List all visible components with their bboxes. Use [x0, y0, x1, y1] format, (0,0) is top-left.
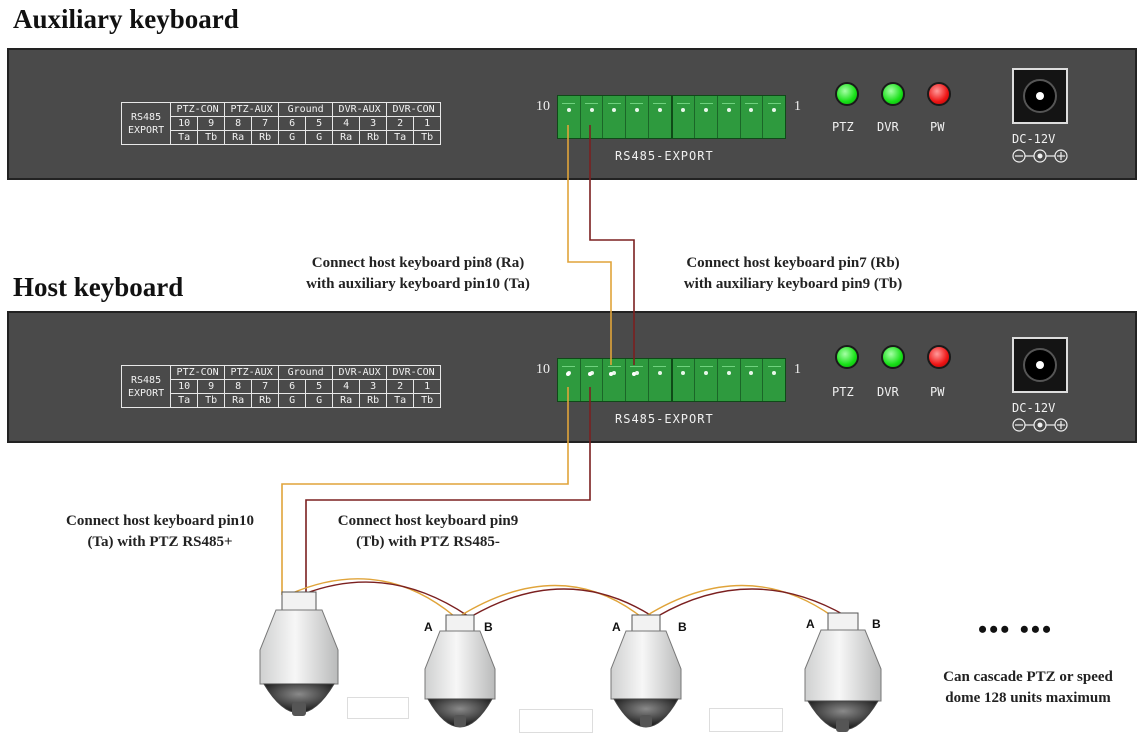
dc-power-label: DC-12V	[1012, 132, 1056, 146]
dome-terminal-a-label: A	[612, 620, 621, 634]
pin-map-lead-line1: RS485	[131, 111, 162, 123]
pin-map-table: RS485 EXPORT PTZ-CON PTZ-AUX Ground DVR-…	[120, 365, 442, 408]
pin-map-table: RS485 EXPORT PTZ-CON PTZ-AUX Ground DVR-…	[120, 102, 442, 145]
pin-signal: G	[305, 393, 334, 408]
dome-terminal-a-label: A	[424, 620, 433, 634]
cascade-wire-b	[471, 588, 653, 617]
pin-signal: Tb	[413, 130, 442, 145]
ptz-indicator-label: PTZ	[832, 120, 854, 134]
caption-line: Connect host keyboard pin7 (Rb)	[686, 255, 900, 271]
caption-pin8-connection: Connect host keyboard pin8 (Ra) with aux…	[268, 253, 568, 295]
ptz-indicator-led	[835, 82, 859, 106]
dc-power-label: DC-12V	[1012, 401, 1056, 415]
dc-polarity-icon	[1012, 418, 1068, 432]
caption-line: Connect host keyboard pin9	[337, 513, 519, 529]
dome-terminal-b-label: B	[678, 620, 687, 634]
blank-label-box	[347, 697, 409, 719]
pin-map-lead-line1: RS485	[131, 374, 162, 386]
dc-power-jack	[1012, 68, 1068, 124]
caption-line: Connect host keyboard pin8 (Ra)	[311, 255, 525, 271]
pin-signal: Ta	[386, 130, 415, 145]
connector-label: RS485-EXPORT	[615, 149, 714, 163]
rs485-terminal-block	[557, 95, 786, 139]
host-keyboard-title: Host keyboard	[13, 272, 184, 302]
wire-ta-host-to-dome	[281, 387, 569, 595]
dome-terminal-b-label: B	[484, 620, 493, 634]
caption-pin10-connection: Connect host keyboard pin10 (Ta) with PT…	[20, 511, 300, 553]
blank-label-box	[519, 709, 593, 733]
pin-map-lead-line2: EXPORT	[128, 387, 165, 399]
caption-line: (Ta) with PTZ RS485+	[87, 534, 233, 550]
pin-map-lead-line2: EXPORT	[128, 124, 165, 136]
caption-cascade-limit: Can cascade PTZ or speed dome 128 units …	[916, 667, 1140, 709]
host-keyboard-panel: RS485 EXPORT PTZ-CON PTZ-AUX Ground DVR-…	[7, 311, 1137, 443]
dc-power-jack	[1012, 337, 1068, 393]
pin-signal: Rb	[359, 393, 388, 408]
cascade-wire-b	[657, 588, 847, 617]
ptz-dome-camera	[259, 591, 339, 716]
power-indicator-led	[927, 345, 951, 369]
power-indicator-label: PW	[930, 385, 945, 399]
cascade-wire-a	[289, 578, 455, 617]
caption-pin7-connection: Connect host keyboard pin7 (Rb) with aux…	[643, 253, 943, 295]
ptz-dome-camera	[804, 612, 882, 732]
wire-tb-host-to-dome	[305, 387, 591, 595]
wire-terminal-dot	[588, 372, 592, 376]
connector-right-pin-label: 1	[794, 362, 801, 377]
ptz-indicator-led	[835, 345, 859, 369]
connector-left-pin-label: 10	[536, 99, 550, 114]
dome-terminal-b-label: B	[872, 617, 881, 631]
power-indicator-label: PW	[930, 120, 945, 134]
caption-line: (Tb) with PTZ RS485-	[356, 534, 500, 550]
pin-signal: Tb	[413, 393, 442, 408]
pin-signal: Tb	[197, 130, 226, 145]
caption-line: with auxiliary keyboard pin9 (Tb)	[683, 276, 903, 292]
ptz-dome-camera	[610, 614, 682, 728]
dvr-indicator-label: DVR	[877, 385, 899, 399]
pin-map-lead: RS485 EXPORT	[120, 102, 172, 145]
caption-line: with auxiliary keyboard pin10 (Ta)	[306, 276, 530, 292]
connector-right-pin-label: 1	[794, 99, 801, 114]
ptz-dome-camera	[424, 614, 496, 728]
rs485-terminal-block	[557, 358, 786, 402]
wire-tb-aux-to-host	[589, 125, 635, 365]
pin-map-lead: RS485 EXPORT	[120, 365, 172, 408]
wire-terminal-dot	[566, 372, 570, 376]
cascade-wire-b	[303, 581, 469, 617]
pin-signal: G	[278, 130, 307, 145]
caption-line: Connect host keyboard pin10	[66, 513, 254, 529]
dvr-indicator-led	[881, 82, 905, 106]
auxiliary-keyboard-panel: RS485 EXPORT PTZ-CON PTZ-AUX Ground DVR-…	[7, 48, 1137, 180]
caption-line: Can cascade PTZ or speed	[943, 669, 1113, 685]
connector-label: RS485-EXPORT	[615, 412, 714, 426]
cascade-wire-a	[645, 584, 833, 617]
wire-ta-aux-to-host	[567, 125, 612, 365]
caption-line: dome 128 units maximum	[945, 690, 1111, 706]
wire-terminal-dot	[632, 372, 636, 376]
dvr-indicator-label: DVR	[877, 120, 899, 134]
cascade-wire-a	[459, 584, 641, 617]
wire-terminal-dot	[609, 372, 613, 376]
ptz-indicator-label: PTZ	[832, 385, 854, 399]
connector-left-pin-label: 10	[536, 362, 550, 377]
power-indicator-led	[927, 82, 951, 106]
auxiliary-keyboard-title: Auxiliary keyboard	[13, 4, 239, 34]
caption-pin9-connection: Connect host keyboard pin9 (Tb) with PTZ…	[308, 511, 548, 553]
blank-label-box	[709, 708, 783, 732]
dc-polarity-icon	[1012, 149, 1068, 163]
dvr-indicator-led	[881, 345, 905, 369]
dome-terminal-a-label: A	[806, 617, 815, 631]
more-units-ellipsis: ••• •••	[978, 615, 1054, 644]
